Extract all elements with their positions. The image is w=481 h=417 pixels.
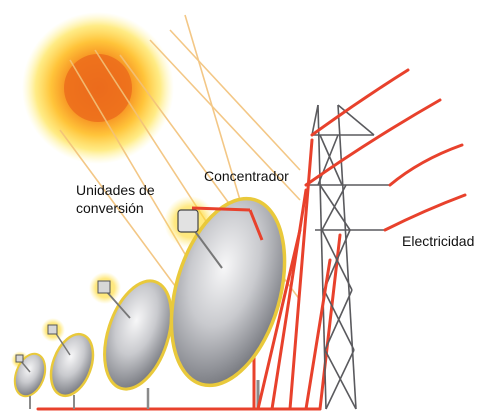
parabolic-dish-icon [89, 272, 184, 409]
power-tower-icon [306, 105, 390, 409]
sun-icon [22, 12, 174, 164]
electricity-label: Electricidad [402, 232, 474, 250]
concentrator-label: Concentrador [204, 167, 289, 185]
parabolic-dish-icon [9, 350, 50, 409]
parabolic-dish-icon [41, 318, 101, 409]
parabolic-dish-icon [152, 185, 305, 409]
